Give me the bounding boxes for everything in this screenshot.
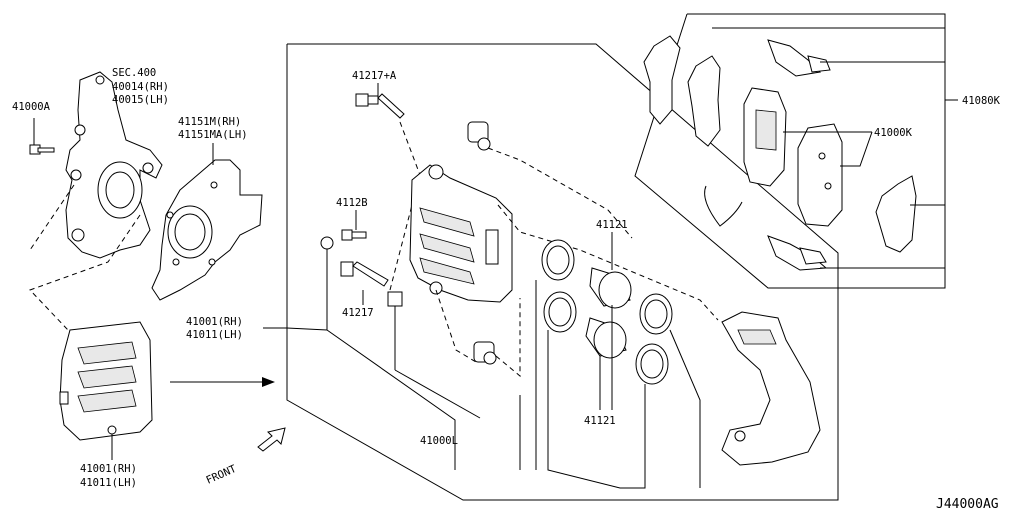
piston-seal-right-lower — [635, 343, 669, 385]
piston-seal-middle — [543, 291, 577, 333]
shim-1 — [643, 35, 681, 125]
caliper-assembly-left — [59, 321, 153, 460]
caliper-bolt — [355, 83, 405, 119]
label-baffle-lh: 41151MA(LH) — [178, 129, 248, 141]
pad-clip-top — [767, 39, 831, 77]
direction-arrow — [170, 377, 275, 387]
label-bolt: 41000A — [12, 101, 51, 113]
caliper-bracket — [721, 311, 821, 466]
label-knuckle-lh: 40015(LH) — [112, 94, 169, 106]
label-front: FRONT — [204, 463, 238, 487]
baffle-plate — [151, 143, 263, 301]
bleeder-screw — [341, 210, 367, 241]
label-seal-kit: 41000L — [420, 435, 458, 447]
label-baffle-rh: 41151M(RH) — [178, 116, 241, 128]
bleeder-cap — [320, 236, 334, 330]
piston-upper — [589, 267, 632, 309]
label-piston-bottom: 41121 — [584, 415, 616, 427]
piston-seal-right-upper — [639, 293, 673, 335]
label-pads: 41000K — [874, 127, 913, 139]
brake-pad-1 — [743, 87, 787, 187]
caliper-body — [409, 164, 513, 303]
piston-lower — [585, 317, 627, 359]
label-pad-kit: 41080K — [962, 95, 1001, 107]
label-bleeder: 4112B — [336, 197, 368, 209]
steering-knuckle — [65, 71, 163, 259]
label-bolt-kit: 41217+A — [352, 70, 397, 82]
assembly-box — [286, 43, 839, 501]
knuckle-bolt — [29, 118, 55, 155]
pad-clip-bottom — [767, 235, 828, 271]
pin-bolt — [340, 261, 389, 305]
label-caliper-rh-top: 41001(RH) — [186, 316, 243, 328]
label-caliper-lh-bottom: 41011(LH) — [80, 477, 137, 489]
label-sec-400: SEC.400 — [112, 67, 156, 79]
front-arrow-icon — [257, 427, 286, 452]
diagram-code: J44000AG — [936, 497, 999, 512]
boot-lower — [473, 341, 497, 365]
boot-upper — [467, 121, 491, 151]
label-pin-bolt: 41217 — [342, 307, 374, 319]
label-caliper-rh-bottom: 41001(RH) — [80, 463, 137, 475]
piston-seal-upper — [541, 239, 575, 281]
shim-2 — [687, 55, 721, 147]
pin-sleeve — [387, 291, 403, 370]
brake-pad-2 — [797, 123, 843, 227]
label-piston-top: 41121 — [596, 219, 628, 231]
label-knuckle-rh: 40014(RH) — [112, 81, 169, 93]
pad-spring — [704, 185, 743, 227]
label-caliper-lh-top: 41011(LH) — [186, 329, 243, 341]
shim-3 — [875, 175, 917, 253]
